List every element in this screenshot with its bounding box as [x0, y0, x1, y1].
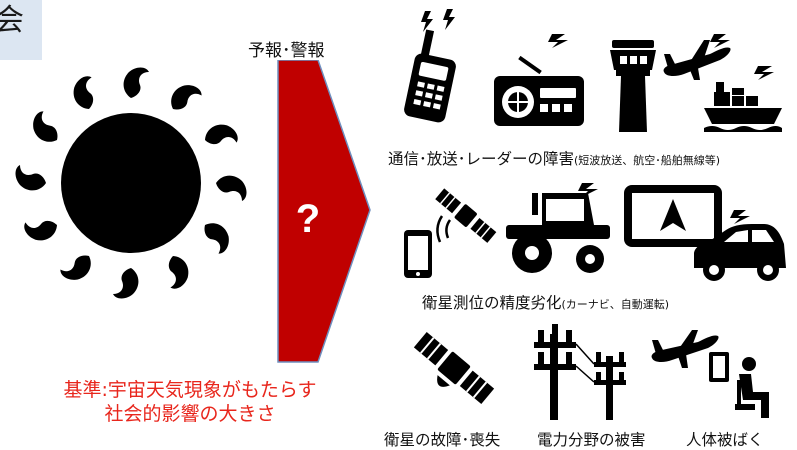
criterion-line-1: 基準:宇宙天気現象がもたらす: [63, 379, 317, 401]
radiation-airplane-icon: [651, 330, 719, 368]
car-navigation-icon: [624, 185, 722, 247]
positioning-impact-label: 衛星測位の精度劣化(カーナビ、自動運転): [422, 291, 669, 313]
power-damage-label: 電力分野の被害: [537, 431, 646, 449]
communication-label: 通信･放送･レーダーの障害: [388, 150, 575, 168]
criterion-line-2: 社会的影響の大きさ: [104, 403, 276, 425]
radio-icon: [494, 34, 584, 126]
seated-passenger-icon: [709, 352, 769, 418]
tractor-icon: [506, 183, 610, 273]
satellite-icon: [435, 188, 497, 243]
positioning-detail: (カーナビ、自動運転): [561, 298, 670, 311]
satellite-failure-label: 衛星の故障･喪失: [384, 431, 501, 449]
ship-icon: [704, 66, 782, 132]
failed-satellite-icon: [413, 332, 495, 404]
criterion-text: 基準:宇宙天気現象がもたらす 社会的影響の大きさ: [40, 378, 340, 426]
forecast-warning-label: 予報･警報: [248, 41, 325, 61]
positioning-label: 衛星測位の精度劣化: [422, 294, 562, 312]
smartphone-icon: [404, 230, 432, 278]
communication-impact-label: 通信･放送･レーダーの障害(短波放送、航空･船舶無線等): [388, 147, 720, 169]
power-pole-icon: [534, 324, 626, 420]
airplane-icon: [663, 34, 731, 80]
corner-tab: 会: [0, 0, 42, 60]
car-icon: [694, 210, 786, 281]
walkie-talkie-icon: [404, 9, 456, 123]
corner-tab-text: 会: [0, 3, 24, 38]
forecast-arrow: ?: [277, 60, 371, 363]
control-tower-icon: [610, 40, 656, 132]
sun-icon: [15, 67, 247, 299]
radiation-exposure-label: 人体被ばく: [686, 431, 764, 449]
communication-detail: (短波放送、航空･船舶無線等): [574, 154, 721, 167]
question-mark: ?: [296, 197, 320, 241]
